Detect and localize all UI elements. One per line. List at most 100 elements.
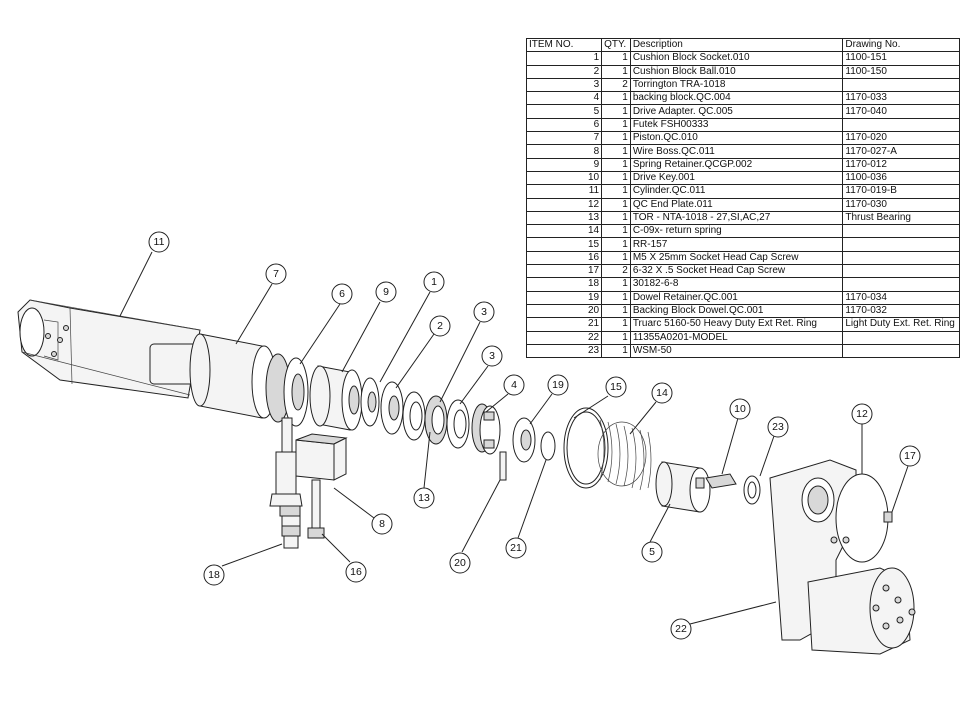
- svg-text:6: 6: [339, 288, 345, 300]
- bom-cell-drawing-no: 1170-019-B: [842, 184, 960, 199]
- bom-cell-item: 5: [525, 104, 603, 119]
- part-load-cell: [265, 353, 309, 453]
- bom-cell-item: 4: [525, 91, 603, 106]
- part-drive-adapter: [655, 461, 711, 513]
- svg-text:18: 18: [208, 569, 220, 581]
- bom-cell-item: 8: [525, 144, 603, 159]
- svg-text:3: 3: [489, 350, 495, 362]
- bom-cell-item: 22: [525, 330, 603, 345]
- bom-cell-item: 17: [525, 264, 603, 279]
- svg-text:21: 21: [510, 542, 522, 554]
- bom-cell-item: 2: [525, 64, 603, 79]
- bom-cell-drawing-no: 1170-027-A: [842, 144, 960, 159]
- bom-cell-qty: 1: [601, 104, 631, 119]
- balloon-2: 2: [429, 315, 451, 337]
- bom-cell-drawing-no: 1170-032: [842, 303, 960, 319]
- part-ring-rr157: [563, 407, 609, 489]
- balloon-5: 5: [641, 541, 663, 563]
- balloon-10: 10: [729, 398, 751, 420]
- bom-cell-qty: 1: [601, 330, 631, 345]
- bom-cell-item: 10: [525, 170, 603, 186]
- balloon-1: 1: [423, 271, 445, 293]
- bom-cell-drawing-no: [842, 343, 960, 359]
- balloon-21: 21: [505, 537, 527, 559]
- bom-cell-item: 18: [525, 277, 603, 292]
- bom-cell-drawing-no: [842, 237, 960, 252]
- svg-text:9: 9: [383, 286, 389, 298]
- balloon-17: 17: [899, 445, 921, 467]
- bom-cell-drawing-no: [842, 330, 960, 345]
- bom-cell-qty: 1: [601, 224, 631, 239]
- bom-cell-drawing-no: [842, 77, 960, 93]
- bom-cell-description: Futek FSH00333: [629, 117, 844, 133]
- bom-cell-item: 23: [525, 343, 603, 359]
- part-motor-arm: [769, 459, 916, 655]
- bom-cell-description: Piston.QC.010: [629, 131, 844, 146]
- part-washer-wsm50: [743, 475, 761, 505]
- bom-cell-description: 30182-6-8: [629, 277, 844, 292]
- bom-cell-qty: 2: [601, 264, 631, 279]
- svg-text:19: 19: [552, 379, 564, 391]
- bom-cell-item: 9: [525, 157, 603, 172]
- svg-text:10: 10: [734, 403, 746, 415]
- balloon-22: 22: [670, 618, 692, 640]
- bom-cell-description: C-09x- return spring: [629, 224, 844, 239]
- bom-cell-description: RR-157: [629, 237, 844, 252]
- bom-cell-qty: 1: [601, 184, 631, 199]
- part-dowel: [499, 451, 507, 481]
- bom-cell-description: 11355A0201-MODEL: [629, 330, 844, 345]
- balloon-3-lower: 3: [481, 345, 503, 367]
- svg-text:23: 23: [772, 421, 784, 433]
- part-cushion-block: [360, 377, 404, 435]
- bom-cell-drawing-no: 1170-012: [842, 157, 960, 172]
- balloon-20: 20: [449, 552, 471, 574]
- bom-cell-drawing-no: [842, 117, 960, 133]
- bom-cell-drawing-no: [842, 277, 960, 292]
- svg-text:4: 4: [511, 379, 517, 391]
- bom-cell-description: QC End Plate.011: [629, 197, 844, 212]
- part-drive-key: [705, 473, 737, 489]
- bom-cell-description: TOR - NTA-1018 - 27,SI,AC,27: [629, 210, 844, 226]
- svg-text:5: 5: [649, 546, 655, 558]
- bom-cell-description: Drive Key.001: [629, 170, 844, 186]
- bom-cell-qty: 1: [601, 317, 631, 332]
- svg-text:11: 11: [154, 236, 165, 248]
- bom-cell-item: 16: [525, 250, 603, 266]
- balloon-12: 12: [851, 403, 873, 425]
- bom-cell-drawing-no: 1170-040: [842, 104, 960, 119]
- bom-header-qty: QTY.: [601, 37, 631, 53]
- part-piston: [149, 333, 277, 419]
- bom-cell-item: 12: [525, 197, 603, 212]
- bom-cell-qty: 1: [601, 277, 631, 292]
- part-backing-block: [471, 403, 501, 455]
- bom-cell-qty: 1: [601, 290, 631, 305]
- bom-cell-description: Torrington TRA-1018: [629, 77, 844, 93]
- balloon-15: 15: [605, 376, 627, 398]
- bom-cell-drawing-no: 1100-036: [842, 170, 960, 186]
- bom-cell-qty: 1: [601, 197, 631, 212]
- bom-cell-drawing-no: Thrust Bearing: [842, 210, 960, 226]
- part-return-spring: [597, 419, 652, 491]
- bom-cell-qty: 2: [601, 77, 631, 93]
- bom-cell-drawing-no: [842, 264, 960, 279]
- bom-cell-item: 1: [525, 51, 603, 66]
- bom-cell-item: 11: [525, 184, 603, 199]
- part-end-plate: [835, 473, 889, 563]
- part-spring-retainer: [309, 365, 363, 431]
- bom-cell-description: Cushion Block Socket.010: [629, 51, 844, 66]
